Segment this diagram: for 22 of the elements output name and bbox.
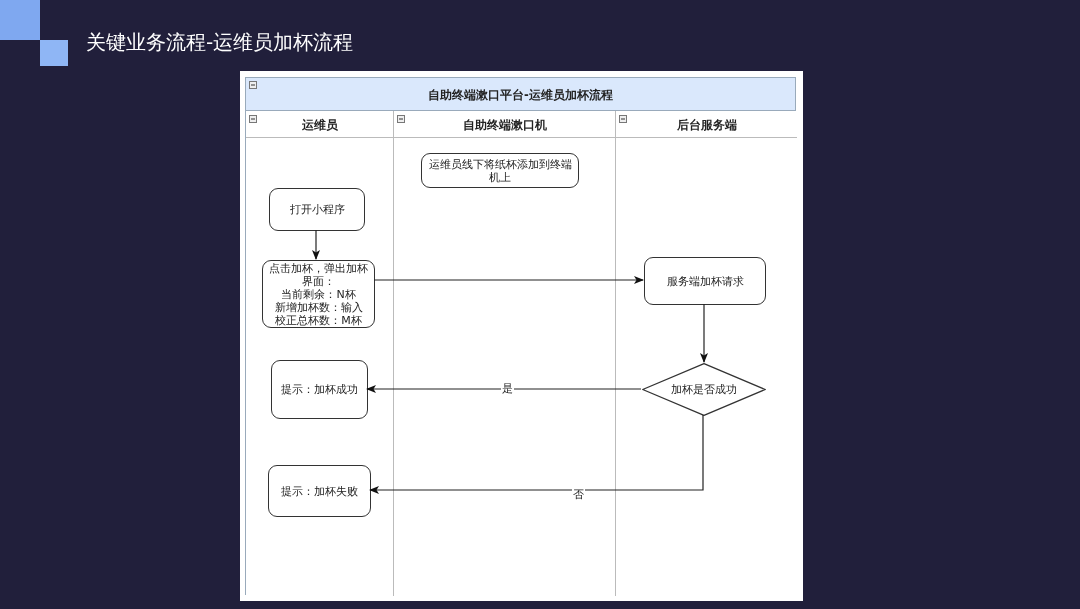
edge-label: 是 <box>501 383 514 395</box>
lane-header: 后台服务端 <box>676 118 737 133</box>
process-box: 提示：加杯失败 <box>268 465 371 517</box>
lane-header: 运维员 <box>301 118 338 133</box>
lane-header: 自助终端漱口机 <box>462 118 547 133</box>
arrow <box>369 414 704 494</box>
decision-diamond: 加杯是否成功 <box>642 363 766 416</box>
process-box: 服务端加杯请求 <box>644 257 766 305</box>
slide-title: 关键业务流程-运维员加杯流程 <box>86 29 354 56</box>
swimlane-pool <box>245 77 796 595</box>
arrow <box>373 276 644 284</box>
swimlane <box>246 111 394 596</box>
process-box: 打开小程序 <box>269 188 365 231</box>
arrow <box>312 229 320 260</box>
edge-label: 否 <box>572 489 585 501</box>
pool-title: 自助终端漱口平台-运维员加杯流程 <box>428 88 613 103</box>
arrow <box>366 385 642 393</box>
swimlane <box>394 111 616 596</box>
process-box: 点击加杯，弹出加杯界面： 当前剩余：N杯 新增加杯数：输入 校正总杯数：M杯 <box>262 260 375 328</box>
arrow <box>700 303 708 363</box>
process-box: 运维员线下将纸杯添加到终端机上 <box>421 153 579 188</box>
process-box: 提示：加杯成功 <box>271 360 368 419</box>
